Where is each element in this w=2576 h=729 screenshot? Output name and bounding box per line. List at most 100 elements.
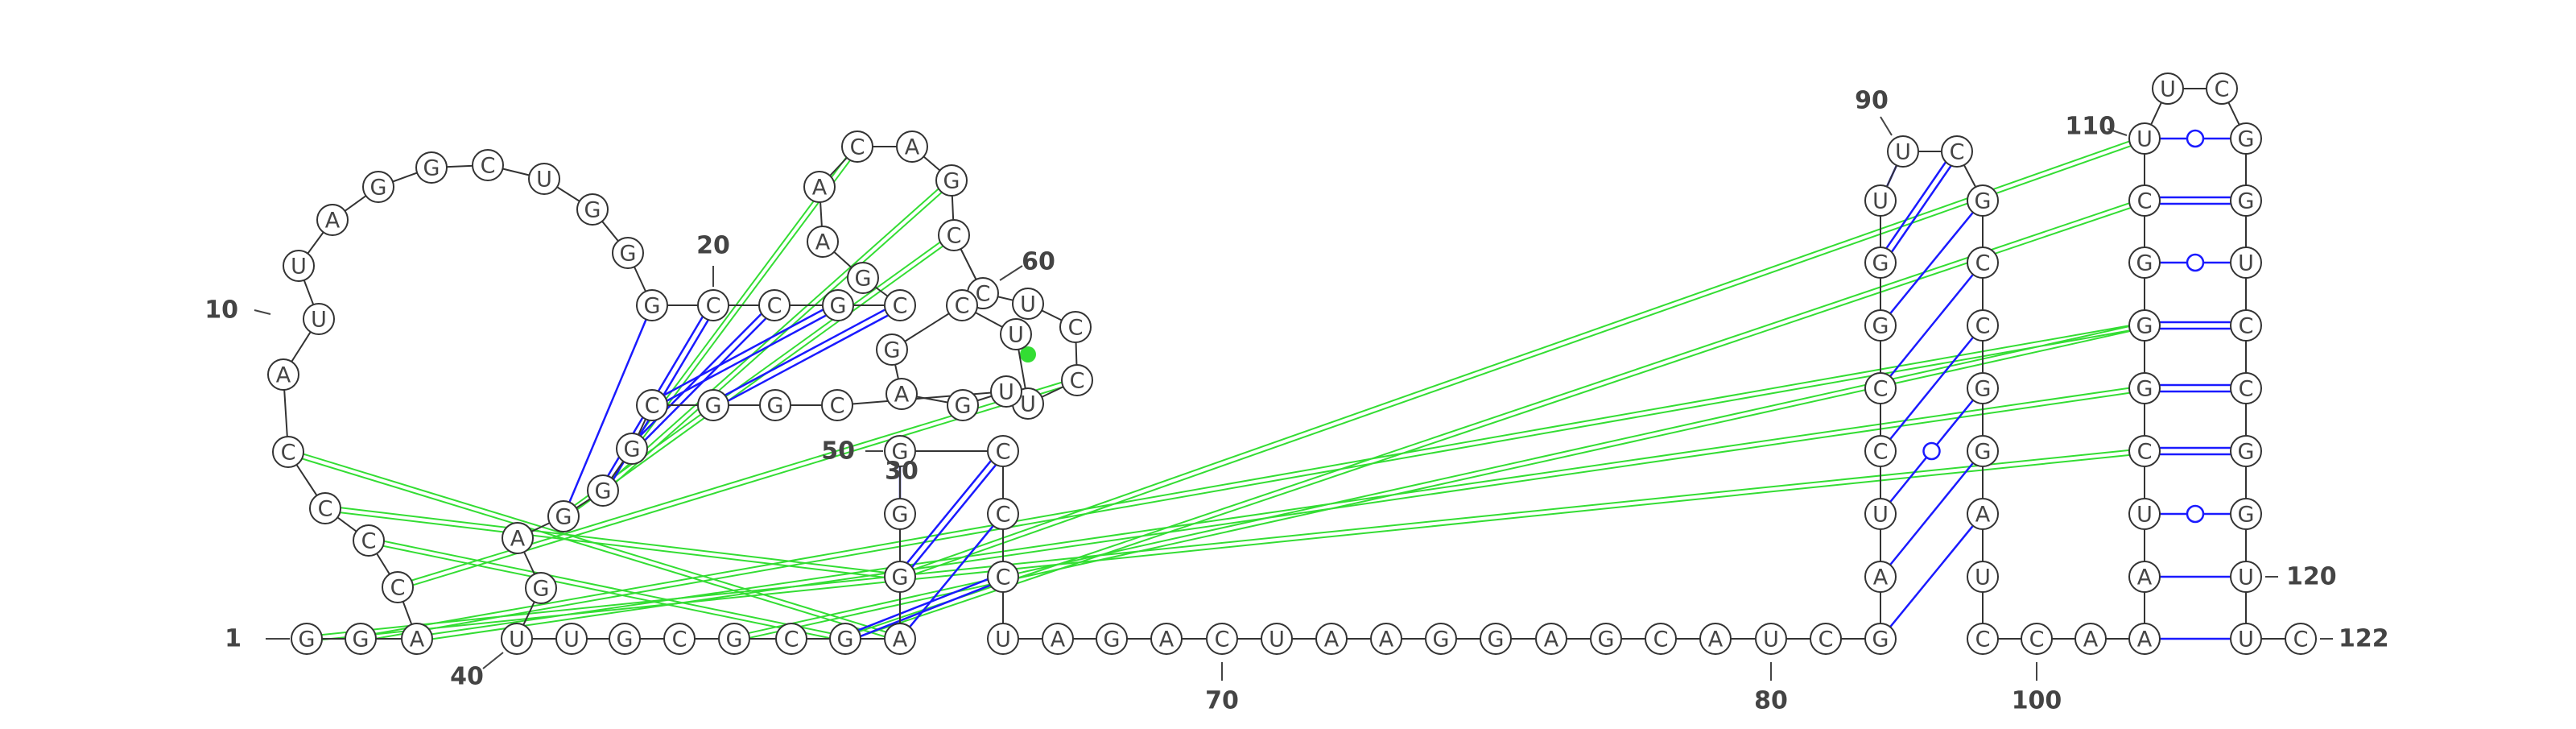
- nucleotide-letter: U: [2238, 251, 2254, 276]
- nucleotide-circle: [2128, 184, 2161, 217]
- nucleotide: U: [1864, 184, 1897, 217]
- nucleotide-circle: [886, 378, 918, 410]
- nucleotide: G: [1864, 309, 1897, 342]
- nucleotide: A: [884, 623, 916, 655]
- nucleotide-letter: U: [1763, 628, 1779, 652]
- nucleotide-circle: [947, 389, 979, 421]
- nucleotide: G: [2230, 435, 2262, 467]
- nucleotide-letter: A: [1708, 628, 1724, 652]
- nucleotide-circle: [1864, 246, 1897, 279]
- nucleotide-circle: [291, 623, 323, 655]
- nucleotide-circle: [2230, 246, 2262, 279]
- nucleotide-circle: [1864, 623, 1897, 655]
- nucleotide-letter: A: [1379, 628, 1394, 652]
- nucleotide: C: [938, 219, 970, 251]
- position-tick: [482, 652, 504, 669]
- nucleotide-circle: [612, 237, 644, 269]
- nucleotide: A: [1370, 623, 1402, 655]
- nucleotide-letter: G: [1975, 377, 1992, 402]
- position-label: 40: [450, 663, 484, 691]
- pseudoknot-line: [288, 449, 902, 638]
- nucleotide-letter: G: [2238, 189, 2255, 214]
- base-pair-line: [1889, 273, 1974, 378]
- nucleotide-letter: C: [481, 154, 496, 179]
- nucleotide: C: [987, 498, 1019, 530]
- nucleotide-letter: G: [584, 198, 601, 223]
- nucleotide: A: [1864, 561, 1897, 593]
- nucleotide-letter: U: [311, 308, 327, 333]
- nucleotide-circle: [547, 500, 580, 532]
- position-label: 120: [2286, 563, 2337, 591]
- nucleotide-circle: [758, 289, 791, 321]
- nucleotide: G: [822, 289, 854, 321]
- nucleotide-letter: U: [2136, 127, 2153, 152]
- nucleotide-letter: G: [370, 176, 387, 201]
- nucleotide: G: [612, 237, 644, 269]
- nucleotide: G: [884, 561, 916, 593]
- nucleotide: G: [947, 389, 979, 421]
- nucleotide-circle: [267, 358, 299, 391]
- nucleotide: U: [2230, 561, 2262, 593]
- nucleotide-letter: C: [2239, 314, 2254, 339]
- pseudoknot-line: [416, 385, 2145, 638]
- nucleotide: U: [1967, 561, 1999, 593]
- nucleotide-circle: [987, 498, 1019, 530]
- nucleotide-letter: U: [1975, 565, 1991, 590]
- nucleotide: C: [1941, 135, 1973, 168]
- nucleotide-letter: U: [2238, 628, 2254, 652]
- nucleotide-circle: [663, 623, 696, 655]
- nucleotide: U: [2128, 122, 2161, 155]
- nucleotide: G: [291, 623, 323, 655]
- nucleotide-circle: [2230, 122, 2262, 155]
- nucleotide-letter: C: [281, 441, 296, 466]
- nucleotide-circle: [896, 130, 928, 163]
- nucleotide-letter: C: [767, 294, 782, 319]
- nucleotide-letter: G: [353, 628, 369, 652]
- nucleotide-circle: [1535, 623, 1567, 655]
- nucleotide: C: [1864, 372, 1897, 404]
- position-label: 80: [1754, 687, 1788, 715]
- nucleotide-letter: G: [726, 628, 743, 652]
- nucleotide: A: [1535, 623, 1567, 655]
- nucleotide: U: [501, 623, 533, 655]
- nucleotide-letter: A: [1975, 503, 1991, 528]
- nucleotide: C: [697, 289, 729, 321]
- nucleotide-circle: [1887, 135, 1919, 168]
- nucleotide-letter: A: [1544, 628, 1559, 652]
- base-pair-line: [1889, 211, 1974, 315]
- nucleotide-circle: [884, 623, 916, 655]
- nucleotide-letter: C: [996, 503, 1011, 528]
- nucleotide: A: [1315, 623, 1348, 655]
- nucleotide-circle: [718, 623, 750, 655]
- nucleotide-circle: [807, 226, 839, 258]
- nucleotide-letter: C: [784, 628, 799, 652]
- nucleotide-circle: [1645, 623, 1677, 655]
- nucleotide-circle: [1864, 435, 1897, 467]
- nucleotide: G: [525, 572, 557, 604]
- nucleotide-circle: [1096, 623, 1128, 655]
- nucleotide-letter: U: [995, 628, 1011, 652]
- position-label: 122: [2339, 625, 2389, 653]
- nucleotide-letter: U: [2238, 565, 2254, 590]
- nucleotide-letter: G: [830, 294, 847, 319]
- pseudoknot-line: [845, 201, 2146, 642]
- nucleotide-circle: [1425, 623, 1457, 655]
- nucleotide: A: [1967, 498, 1999, 530]
- nucleotide-letter: A: [1051, 628, 1066, 652]
- nucleotide: C: [1061, 364, 1093, 396]
- nucleotide: U: [990, 375, 1022, 408]
- nucleotide-circle: [1755, 623, 1787, 655]
- nucleotide-circle: [472, 149, 504, 181]
- nucleotide-letter: C: [706, 294, 721, 319]
- nucleotide: G: [1096, 623, 1128, 655]
- nucleotide: A: [2074, 623, 2107, 655]
- base-pair-line: [568, 319, 647, 503]
- position-label: 110: [2065, 113, 2116, 141]
- nucleotide-letter: C: [1873, 440, 1889, 465]
- nucleotide-letter: G: [892, 503, 909, 528]
- base-pair-line: [909, 524, 994, 628]
- nucleotide: A: [807, 226, 839, 258]
- nucleotide-circle: [2230, 184, 2262, 217]
- nucleotide-letter: C: [672, 628, 687, 652]
- nucleotide-circle: [1967, 246, 1999, 279]
